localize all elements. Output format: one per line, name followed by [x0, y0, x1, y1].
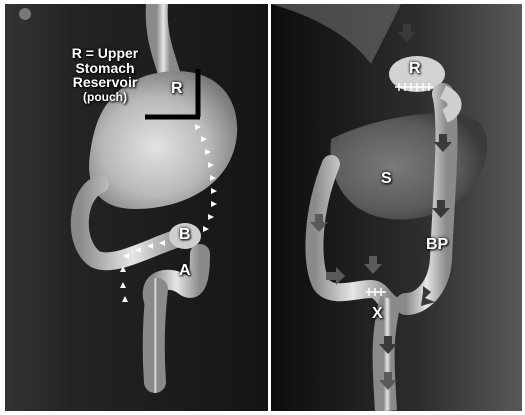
- left-diagram-panel: R = Upper Stomach Reservoir (pouch) R B …: [5, 4, 268, 411]
- right-anatomy-illustration: [271, 4, 522, 411]
- legend-line-3: Reservoir: [73, 74, 138, 90]
- reservoir-legend: R = Upper Stomach Reservoir (pouch): [35, 46, 175, 104]
- legend-line-1: R = Upper: [72, 45, 139, 61]
- label-s: S: [381, 170, 392, 188]
- navel-mark: [19, 8, 31, 20]
- common-channel: [384, 299, 391, 411]
- label-b: B: [179, 226, 191, 244]
- label-r-right: R: [409, 60, 421, 78]
- legend-line-4: (pouch): [35, 91, 175, 104]
- right-diagram-panel: R S BP X: [271, 4, 522, 411]
- label-bp: BP: [426, 236, 448, 254]
- label-x: X: [372, 305, 383, 323]
- label-a: A: [179, 262, 191, 280]
- label-r-left: R: [171, 80, 183, 98]
- descending-bowel: [154, 289, 157, 382]
